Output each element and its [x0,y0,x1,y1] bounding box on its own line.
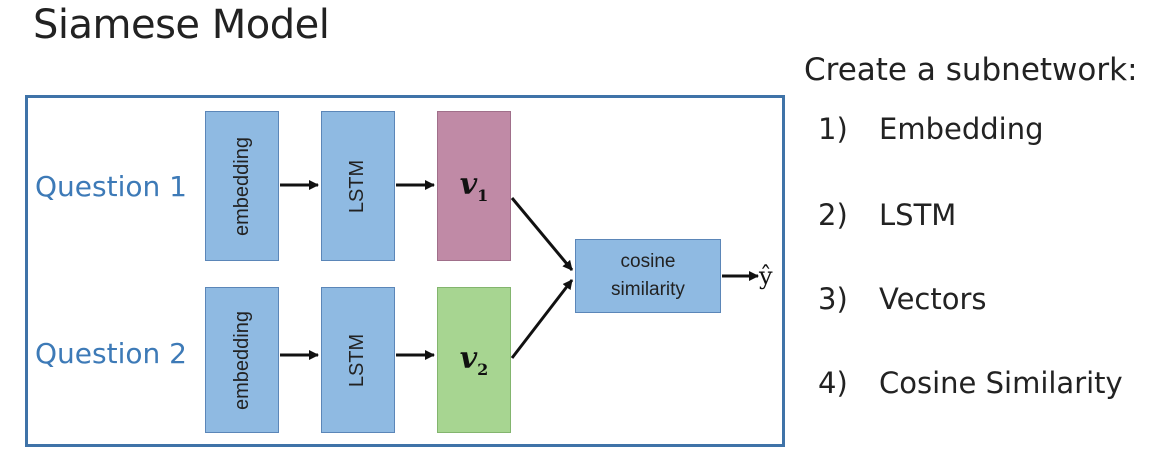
embedding-layer-1: embedding [205,111,279,261]
arrow-v2-cosine [510,279,574,359]
step-item: 2)LSTM [818,198,957,232]
output-y-hat: ŷ [759,262,773,290]
vector-v1: v1 [437,111,511,261]
embedding-layer-2: embedding [205,287,279,433]
cosine-label-line1: cosine [620,251,676,272]
question-2-label: Question 2 [35,337,187,370]
vector-v1-label: v1 [459,167,489,205]
step-item: 4)Cosine Similarity [818,366,1123,400]
subnetwork-header: Create a subnetwork: [804,52,1138,88]
vector-v2-label: v2 [459,341,489,379]
step-item: 1)Embedding [818,112,1044,146]
model-frame [25,95,785,447]
page-title: Siamese Model [33,2,330,48]
lstm-layer-2: LSTM [321,287,395,433]
cosine-label-line2: similarity [611,279,685,300]
lstm-layer-1: LSTM [321,111,395,261]
step-item: 3)Vectors [818,282,987,316]
arrow-v1-cosine [510,197,574,271]
vector-v2: v2 [437,287,511,433]
cosine-similarity-box: cosine similarity [575,239,721,313]
question-1-label: Question 1 [35,170,187,203]
